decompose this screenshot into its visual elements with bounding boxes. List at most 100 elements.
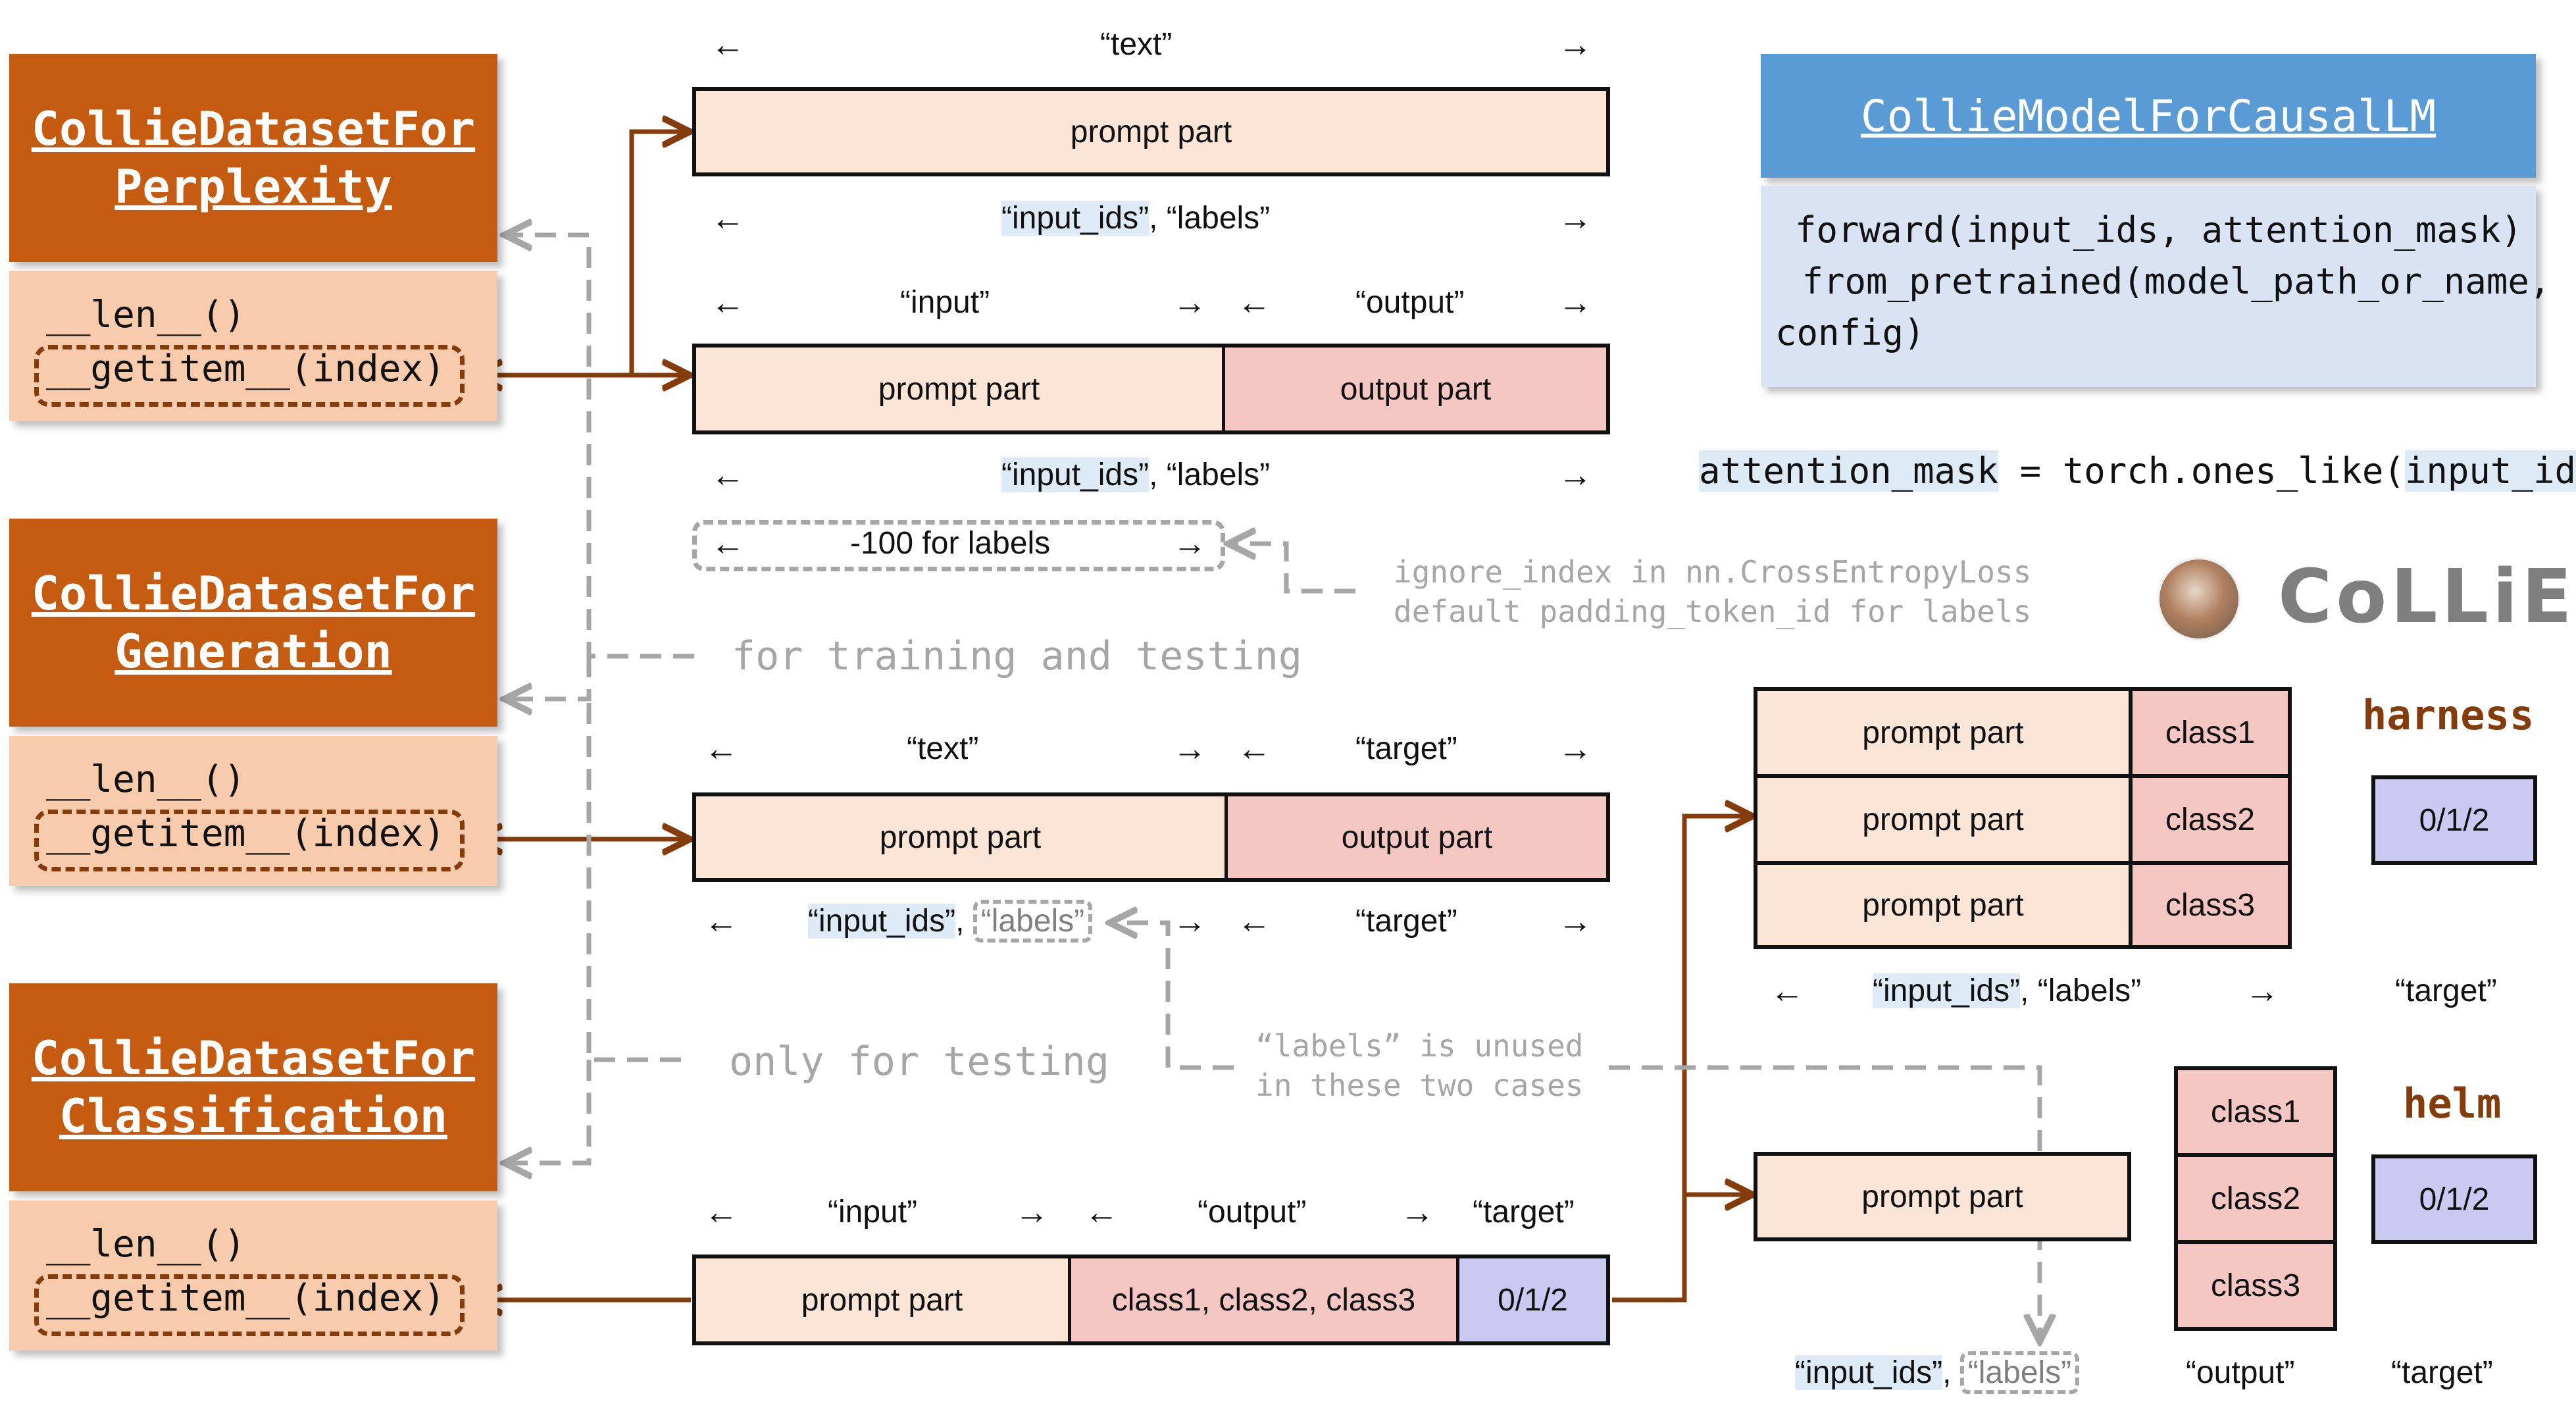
helm-title: helm — [2403, 1079, 2502, 1127]
getitem-method: __getitem__(index) — [46, 1277, 445, 1320]
right-arrow: → — [1558, 902, 1592, 941]
len-method: __len__() — [46, 1223, 246, 1266]
right-arrow: → — [1558, 199, 1592, 238]
getitem-method: __getitem__(index) — [46, 348, 445, 390]
left-arrow: ← — [711, 199, 745, 238]
left-arrow: ← — [1237, 902, 1271, 941]
helm-class-cell: class3 — [2178, 1244, 2333, 1327]
right-arrow: → — [1173, 284, 1207, 322]
classification-branch-arrow — [1612, 816, 1750, 1303]
right-arrow: → — [1015, 1193, 1049, 1231]
output-segment: output part — [1228, 796, 1606, 878]
perplexity-branch-arrow — [629, 132, 688, 375]
getitem-highlight-box — [34, 1274, 465, 1336]
keys-label: “input_ids”, “labels” — [1001, 457, 1271, 492]
left-arrow: ← — [711, 284, 745, 322]
from-pretrained-method: from_pretrained(model_path_or_name, — [1780, 261, 2551, 302]
prompt-segment: prompt part — [696, 348, 1225, 430]
left-arrow: ← — [711, 456, 745, 494]
unused-labels-arrow — [1112, 923, 1234, 1070]
harness-prompt-cell: prompt part — [1757, 778, 2129, 861]
target-segment: 0/1/2 — [1459, 1258, 1606, 1341]
helm-keys-label: “input_ids”, “labels” — [1795, 1351, 2080, 1394]
class-name-perplexity-line2: Perplexity — [114, 160, 392, 214]
getitem-method: __getitem__(index) — [46, 812, 445, 855]
right-arrow: → — [1400, 1193, 1434, 1231]
ignore-index-note-line1: ignore_index in nn.CrossEntropyLoss — [1394, 554, 2032, 590]
attention-mask-formula: attention_mask = torch.ones_like(input_i… — [1699, 450, 2576, 492]
input-key-label: “input” — [900, 285, 990, 320]
harness-keys-label: “input_ids”, “labels” — [1873, 973, 2142, 1008]
class-name-generation-line2: Generation — [114, 625, 392, 679]
class-methods-perplexity: __len__() __getitem__(index) — [9, 271, 497, 421]
harness-class-cell: class3 — [2133, 865, 2288, 945]
class-methods-classification: __len__() __getitem__(index) — [9, 1201, 497, 1351]
right-arrow: → — [1558, 730, 1592, 768]
left-arrow: ← — [704, 1193, 738, 1231]
unused-labels-helm-arrow — [1609, 1065, 2040, 1339]
forward-method: forward(input_ids, attention_mask) — [1795, 209, 2523, 251]
class-header-generation: CollieDatasetFor Generation — [9, 519, 497, 727]
training-testing-note: for training and testing — [732, 633, 1302, 679]
class-name-classification-line1: CollieDatasetFor — [31, 1031, 476, 1085]
prompt-segment: prompt part — [696, 796, 1228, 878]
left-arrow: ← — [711, 26, 745, 64]
input-key-label: “input” — [828, 1195, 918, 1229]
len-method: __len__() — [46, 758, 246, 801]
testing-bracket — [586, 699, 681, 1062]
only-testing-note: only for testing — [729, 1039, 1109, 1085]
class-name-classification-line2: Classification — [59, 1089, 447, 1143]
perplexity-text-bar: prompt part — [692, 87, 1610, 176]
harness-prompt-cell: prompt part — [1757, 865, 2129, 945]
output-segment: output part — [1225, 348, 1606, 430]
helm-target-key: “target” — [2391, 1355, 2493, 1390]
left-arrow: ← — [711, 525, 745, 563]
harness-class-cell: class1 — [2133, 691, 2288, 774]
class-name-perplexity-line1: CollieDatasetFor — [31, 102, 476, 156]
left-arrow: ← — [704, 730, 738, 768]
classes-segment: class1, class2, class3 — [1071, 1258, 1459, 1341]
right-arrow: → — [1173, 525, 1207, 563]
left-arrow: ← — [1237, 730, 1271, 768]
left-arrow: ← — [1237, 284, 1271, 322]
ignore-index-note-line2: default padding_token_id for labels — [1394, 594, 2032, 629]
ignore-index-arrow — [1230, 544, 1355, 594]
output-key-label: “output” — [1355, 285, 1465, 320]
class-methods-generation: __len__() __getitem__(index) — [9, 736, 497, 886]
right-arrow: → — [1173, 902, 1207, 941]
ignore-label-box — [692, 520, 1225, 571]
classification-bar: prompt part class1, class2, class3 0/1/2 — [692, 1255, 1610, 1345]
helm-class-cell: class2 — [2178, 1157, 2333, 1240]
left-arrow: ← — [704, 902, 738, 941]
harness-title: harness — [2362, 691, 2535, 739]
unused-labels-note-line1: “labels” is unused — [1255, 1028, 1584, 1064]
unused-labels-note-line2: in these two cases — [1255, 1068, 1584, 1103]
getitem-highlight-box — [34, 810, 465, 871]
from-pretrained-config: config) — [1775, 312, 1925, 353]
target-key-label: “target” — [1473, 1195, 1575, 1229]
right-arrow: → — [1173, 730, 1207, 768]
helm-class-cell: class1 — [2178, 1070, 2333, 1153]
len-method: __len__() — [46, 294, 246, 336]
right-arrow: → — [1558, 456, 1592, 494]
target-key-label: “target” — [1355, 731, 1457, 766]
harness-grid: prompt part class1 prompt part class2 pr… — [1754, 687, 2292, 949]
right-arrow: → — [2245, 972, 2279, 1010]
collie-logo-icon — [2159, 559, 2238, 638]
unused-labels-key: “labels” — [1959, 1351, 2080, 1394]
training-testing-bracket — [507, 235, 694, 659]
left-arrow: ← — [1770, 972, 1804, 1010]
keys-label: “input_ids”, “labels” — [1001, 201, 1271, 236]
output-key-label: “output” — [1198, 1195, 1307, 1229]
prompt-segment: prompt part — [696, 1258, 1071, 1341]
model-header: CollieModelForCausalLM — [1761, 54, 2536, 178]
model-methods: forward(input_ids, attention_mask) from_… — [1761, 186, 2550, 387]
helm-prompt-box: prompt part — [1754, 1152, 2131, 1241]
generation-bar: prompt part output part — [692, 792, 1610, 882]
class-header-perplexity: CollieDatasetFor Perplexity — [9, 54, 497, 262]
class-header-classification: CollieDatasetFor Classification — [9, 983, 497, 1191]
model-title: CollieModelForCausalLM — [1860, 90, 2437, 142]
helm-target-box: 0/1/2 — [2371, 1154, 2537, 1244]
left-arrow: ← — [1084, 1193, 1119, 1231]
